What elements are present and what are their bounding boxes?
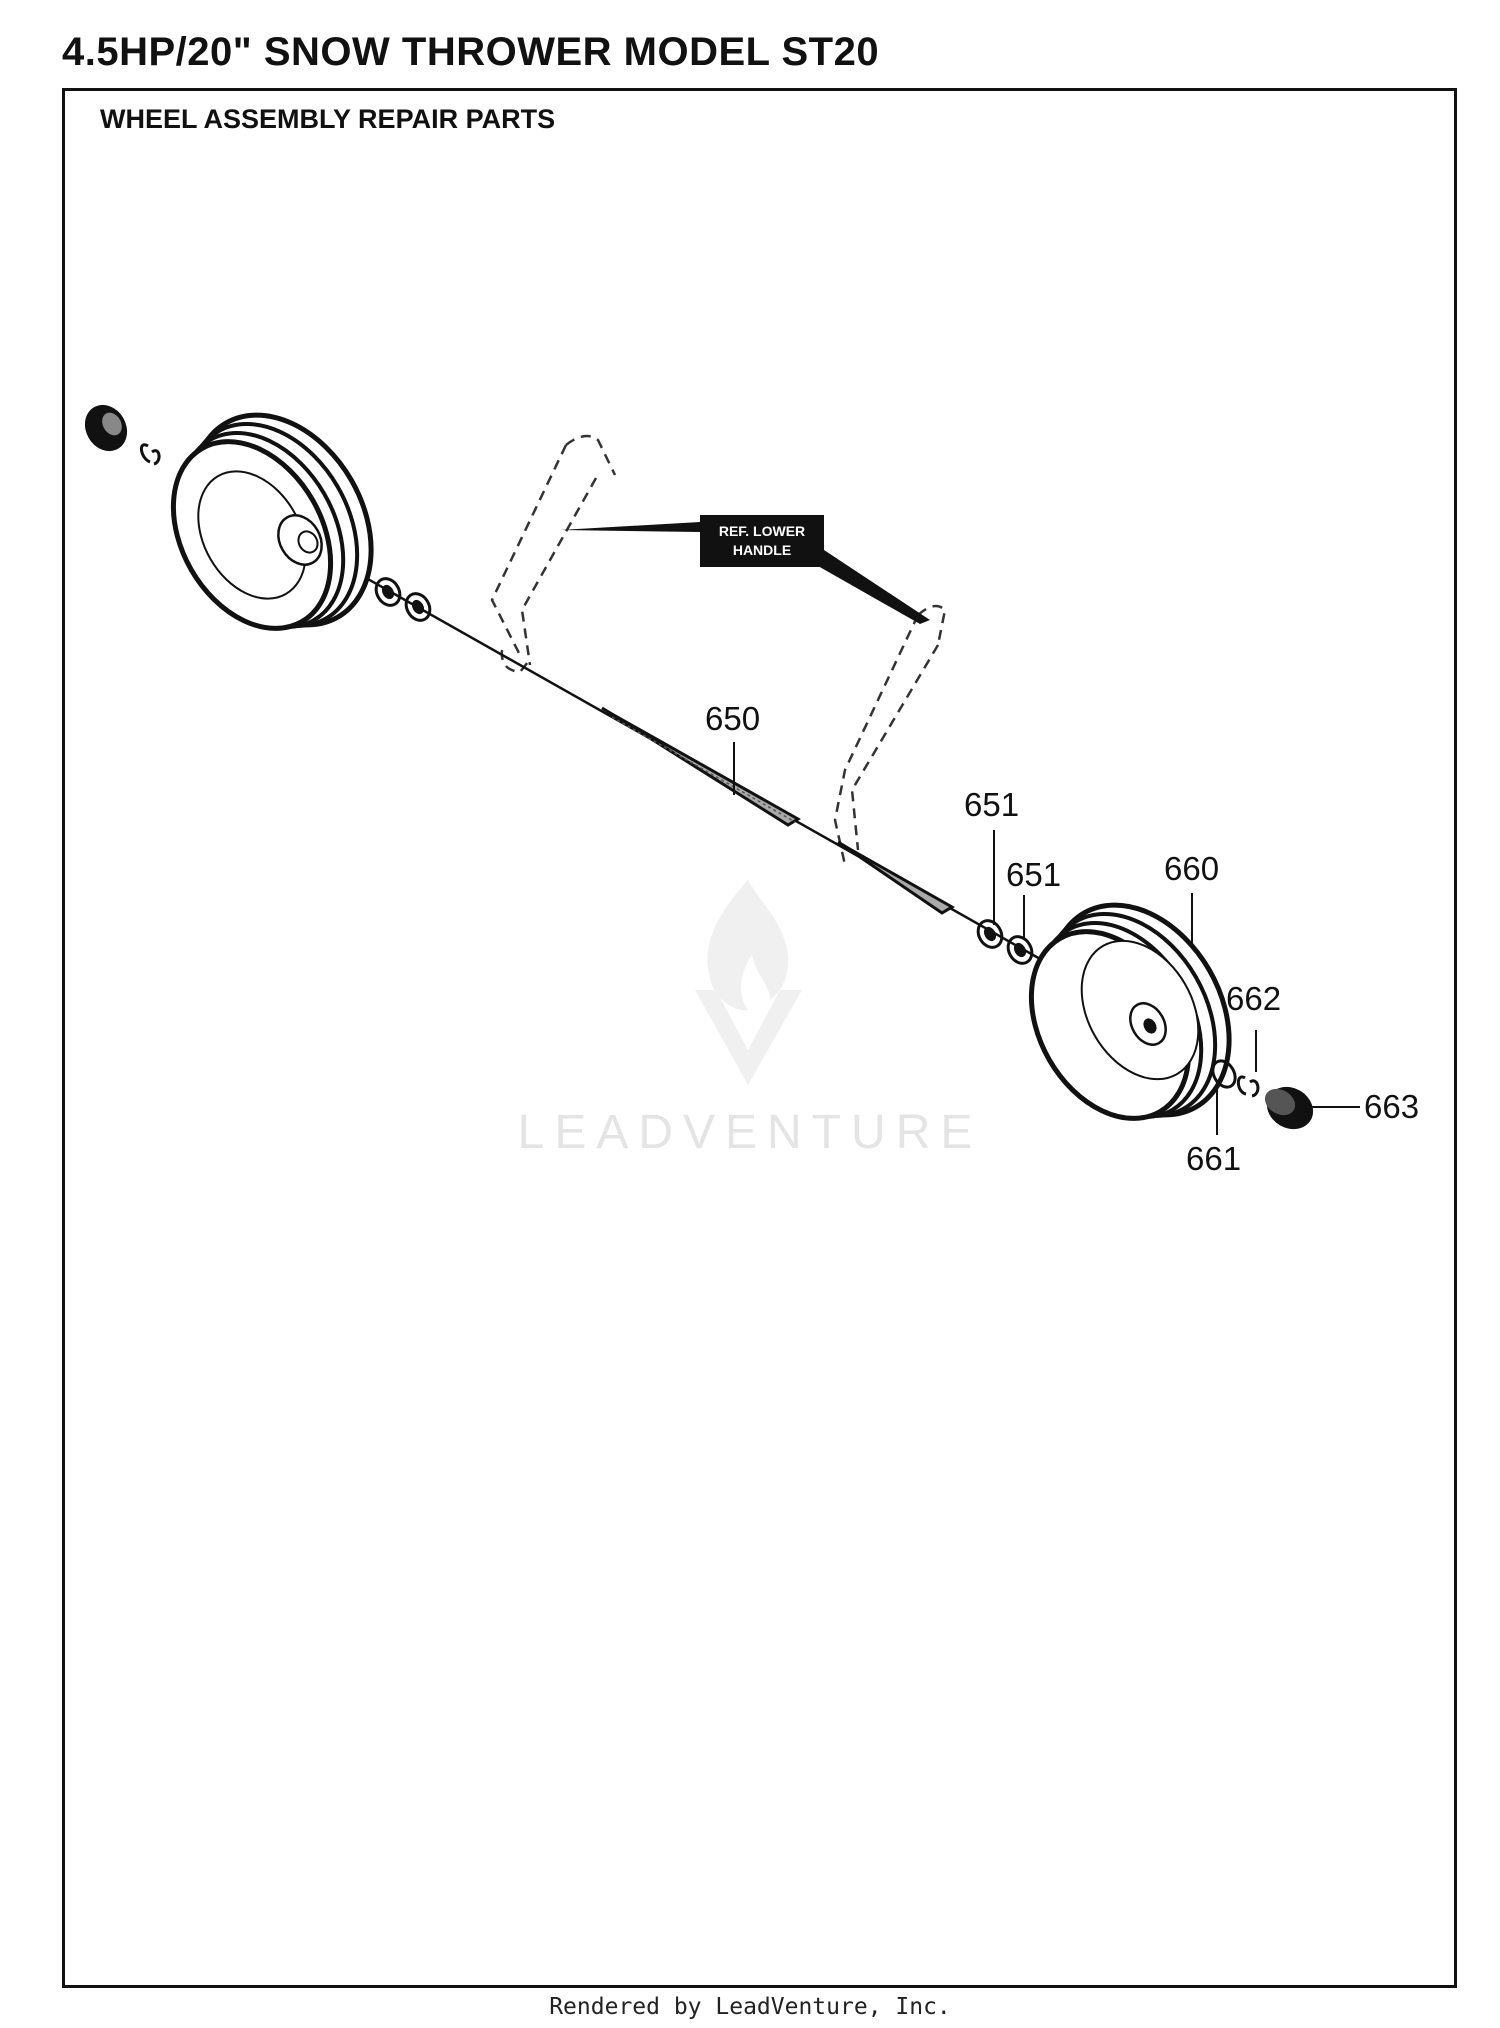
- washers-651: [976, 919, 1034, 965]
- lower-handle-callout: REF. LOWER HANDLE: [560, 515, 930, 624]
- part-label-662: 662: [1226, 980, 1281, 1017]
- part-label-663: 663: [1364, 1088, 1419, 1125]
- washer-661: [1211, 1059, 1237, 1089]
- left-hub-cap: [84, 404, 128, 452]
- callout-box: [700, 515, 824, 567]
- part-label-660: 660: [1164, 850, 1219, 887]
- watermark-v-icon: [695, 990, 802, 1085]
- part-label-661: 661: [1186, 1140, 1241, 1177]
- hub-cap-663: [1264, 1086, 1314, 1130]
- part-label-651-upper: 651: [964, 786, 1019, 823]
- right-wheel-660: [1028, 902, 1232, 1121]
- watermark-text: LEADVENTURE: [518, 1106, 983, 1159]
- left-wheel: [170, 412, 374, 631]
- lower-handle-reference: [490, 434, 947, 866]
- watermark: LEADVENTURE: [518, 880, 983, 1159]
- callout-line2: HANDLE: [733, 542, 791, 558]
- footer-credit: Rendered by LeadVenture, Inc.: [549, 1994, 951, 2020]
- axle-650: [289, 533, 1096, 992]
- page-title: 4.5HP/20" SNOW THROWER MODEL ST20: [62, 30, 880, 74]
- diagram-frame: [62, 88, 1457, 1988]
- part-label-650: 650: [705, 700, 760, 737]
- section-title: WHEEL ASSEMBLY REPAIR PARTS: [100, 104, 556, 134]
- part-labels: 650 651 651 660 662 663 661: [705, 700, 1419, 1177]
- clip-662: [1236, 1075, 1260, 1098]
- part-label-651-lower: 651: [1006, 856, 1061, 893]
- leader-lines: [733, 742, 1360, 1135]
- watermark-flame-icon: [707, 880, 789, 1011]
- right-hardware: [1211, 1059, 1260, 1098]
- callout-line1: REF. LOWER: [719, 523, 805, 539]
